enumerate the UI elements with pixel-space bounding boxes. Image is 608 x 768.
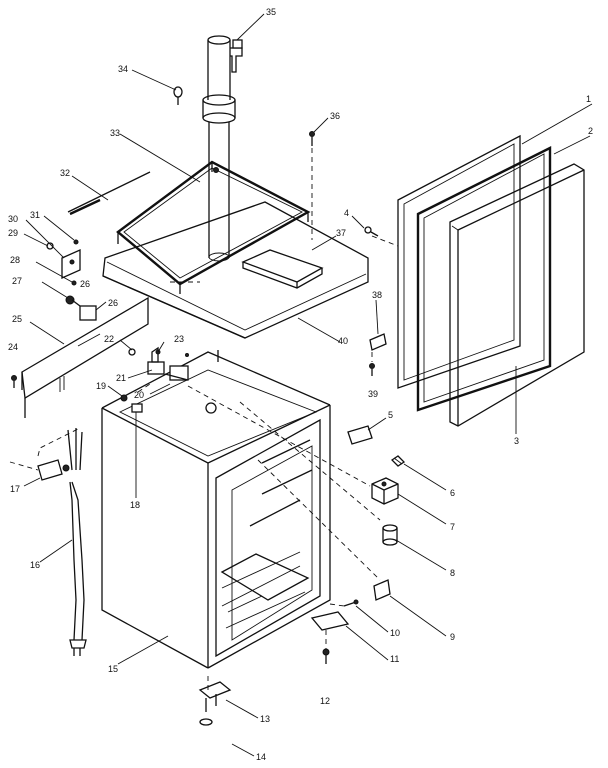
callout-5: 5 (388, 410, 393, 420)
guard-rail (116, 160, 311, 294)
door-panel (449, 163, 585, 427)
callout-labels: 35 34 36 33 32 1 2 4 37 31 30 29 28 27 2… (8, 7, 593, 762)
callout-8: 8 (450, 568, 455, 578)
callout-24: 24 (8, 342, 18, 352)
screw-39 (369, 363, 375, 376)
callout-10: 10 (390, 628, 400, 638)
callout-25: 25 (12, 314, 22, 324)
leveling-foot-13 (198, 681, 232, 712)
tap-handle-knob (173, 86, 183, 105)
callout-29: 29 (8, 228, 18, 238)
clip-9 (373, 579, 391, 601)
callout-39: 39 (368, 389, 378, 399)
drip-tray (241, 249, 324, 289)
assembly-lines (9, 148, 399, 690)
strain-relief-17 (37, 459, 70, 481)
callout-3: 3 (514, 436, 519, 446)
callout-20: 20 (134, 390, 144, 400)
sleeve-8 (382, 524, 398, 546)
screw-24 (11, 375, 17, 388)
callout-21: 21 (116, 373, 126, 383)
screw-10 (343, 599, 359, 607)
spring-6 (390, 455, 406, 467)
callout-9: 9 (450, 632, 455, 642)
callout-27: 27 (12, 276, 22, 286)
cabinet-shelves (220, 439, 313, 629)
callout-16: 16 (30, 560, 40, 570)
control-panel (21, 296, 149, 418)
leader-lines (23, 13, 593, 757)
hinge-5 (347, 425, 373, 445)
callout-28: 28 (10, 255, 20, 265)
cabinet-top (102, 201, 369, 339)
callout-38: 38 (372, 290, 382, 300)
callout-26b: 26 (108, 298, 118, 308)
callout-26a: 26 (80, 279, 90, 289)
callout-2: 2 (588, 126, 593, 136)
bracket-11 (310, 611, 350, 631)
power-cord (67, 428, 87, 656)
callout-30: 30 (8, 214, 18, 224)
callout-35: 35 (266, 7, 276, 17)
callout-22: 22 (104, 334, 114, 344)
screw-36 (309, 131, 315, 146)
callout-40: 40 (338, 336, 348, 346)
callout-15: 15 (108, 664, 118, 674)
bracket-bracket-left (46, 171, 151, 321)
callout-4: 4 (344, 208, 349, 218)
bracket-38 (369, 333, 387, 351)
callout-36: 36 (330, 111, 340, 121)
callout-13: 13 (260, 714, 270, 724)
callout-18: 18 (130, 500, 140, 510)
callout-1: 1 (586, 94, 591, 104)
callout-23: 23 (174, 334, 184, 344)
cube-7 (371, 477, 399, 505)
callout-11: 11 (390, 654, 399, 664)
callout-14: 14 (256, 752, 266, 762)
thermostat-assembly (120, 346, 189, 413)
callout-34: 34 (118, 64, 128, 74)
callout-37: 37 (336, 228, 346, 238)
callout-33: 33 (110, 128, 120, 138)
screw-4 (364, 226, 379, 237)
callout-32: 32 (60, 168, 70, 178)
door-liner (397, 134, 521, 389)
callout-6: 6 (450, 488, 455, 498)
callout-19: 19 (96, 381, 106, 391)
callout-7: 7 (450, 522, 455, 532)
door-gasket (416, 146, 552, 412)
callout-17: 17 (10, 484, 20, 494)
screw-12 (322, 648, 330, 664)
callout-12: 12 (320, 696, 330, 706)
callout-31: 31 (30, 210, 40, 220)
tap-tower (202, 35, 243, 262)
foot-14 (199, 718, 213, 726)
